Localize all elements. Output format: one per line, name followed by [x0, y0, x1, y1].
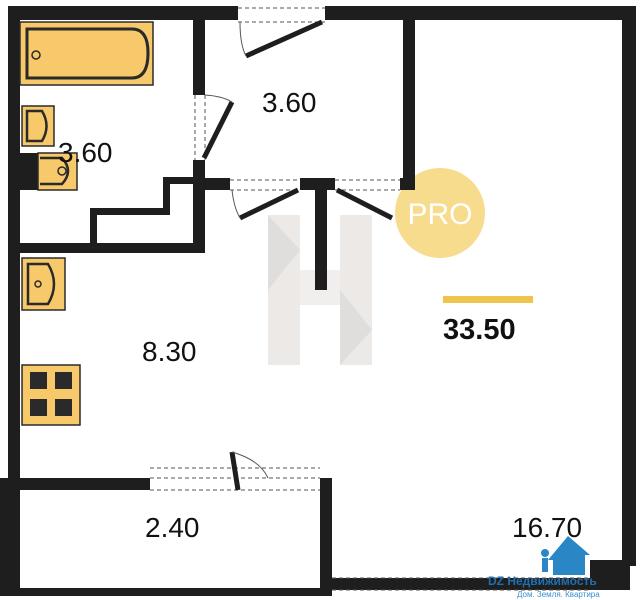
- room-area-hallway: 3.60: [262, 87, 317, 118]
- doors: [150, 7, 590, 591]
- watermark-brand: DZ Недвижимость: [488, 574, 597, 588]
- watermark-h-logo: [268, 215, 372, 365]
- room-area-bathroom: 3.60: [58, 137, 113, 168]
- bathtub: [19, 21, 154, 86]
- room-area-balcony: 2.40: [145, 512, 200, 543]
- room-area-living-room: 16.70: [512, 512, 582, 543]
- pro-badge-label: PRO: [407, 198, 472, 231]
- total-area: 33.50: [443, 314, 516, 346]
- walls: [0, 6, 636, 596]
- watermark-tagline: Дом. Земля. Квартира: [517, 590, 600, 599]
- bathroom-sink: [21, 105, 55, 147]
- house-family-logo: [541, 536, 590, 575]
- toilet: [20, 152, 78, 191]
- pro-badge: [395, 168, 485, 258]
- room-area-kitchen: 8.30: [142, 336, 197, 367]
- kitchen-sink: [21, 257, 66, 311]
- stove: [21, 364, 81, 426]
- total-area-accent-bar: [443, 296, 533, 303]
